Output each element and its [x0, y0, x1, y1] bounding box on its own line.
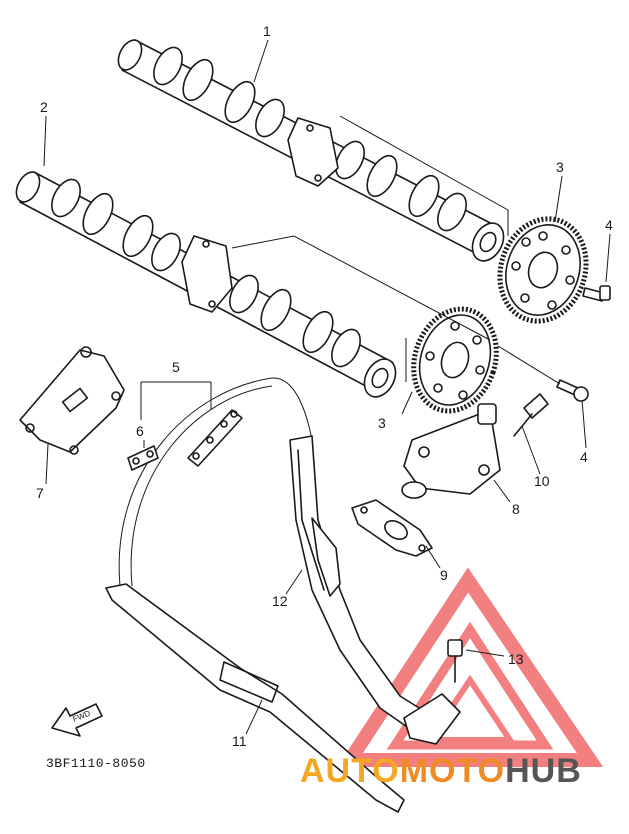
callout-5: 5: [172, 359, 180, 375]
watermark-logo-icon: [337, 567, 604, 767]
tensioner-gasket: [351, 499, 433, 557]
callout-12: 12: [272, 593, 288, 609]
chain-joint-link: [127, 445, 159, 471]
watermark-part-hub: HUB: [505, 752, 582, 790]
chain-guide-stopper: [403, 639, 463, 745]
cam-sprocket-lower: [411, 306, 499, 414]
callout-2: 2: [40, 99, 48, 115]
chain-guide-rear: [289, 435, 433, 737]
callout-4-lower: 4: [580, 449, 588, 465]
callout-8: 8: [512, 501, 520, 517]
drawing-code: 3BF1110-8050: [46, 756, 146, 771]
callout-6: 6: [136, 423, 144, 439]
chain-guide-top: [19, 346, 125, 455]
watermark-part-auto: AUTO: [300, 752, 400, 790]
callout-1: 1: [263, 23, 271, 39]
callout-4-upper: 4: [605, 217, 613, 233]
callout-13: 13: [508, 651, 524, 667]
chain-guide-front: [105, 583, 405, 813]
watermark-text: AUTOMOTOHUB: [300, 752, 582, 791]
sprocket-bolt-upper: [582, 285, 611, 302]
sprocket-bolt-lower: [556, 379, 589, 402]
leader-lines: [43, 39, 611, 735]
callout-7: 7: [36, 485, 44, 501]
chain-tensioner: [401, 403, 501, 499]
cam-chain: [118, 377, 313, 587]
callout-3-lower: 3: [378, 415, 386, 431]
camshaft-exhaust: [117, 39, 505, 262]
tensioner-bolt: [513, 393, 549, 437]
watermark-part-moto: MOTO: [399, 752, 506, 790]
camshaft-intake: [15, 171, 397, 398]
callout-11: 11: [232, 733, 247, 749]
callout-9: 9: [440, 567, 448, 583]
forward-direction-icon: FWD: [51, 703, 103, 737]
callout-10: 10: [534, 473, 550, 489]
callout-3-upper: 3: [556, 159, 564, 175]
cam-sprocket-upper: [497, 216, 589, 324]
